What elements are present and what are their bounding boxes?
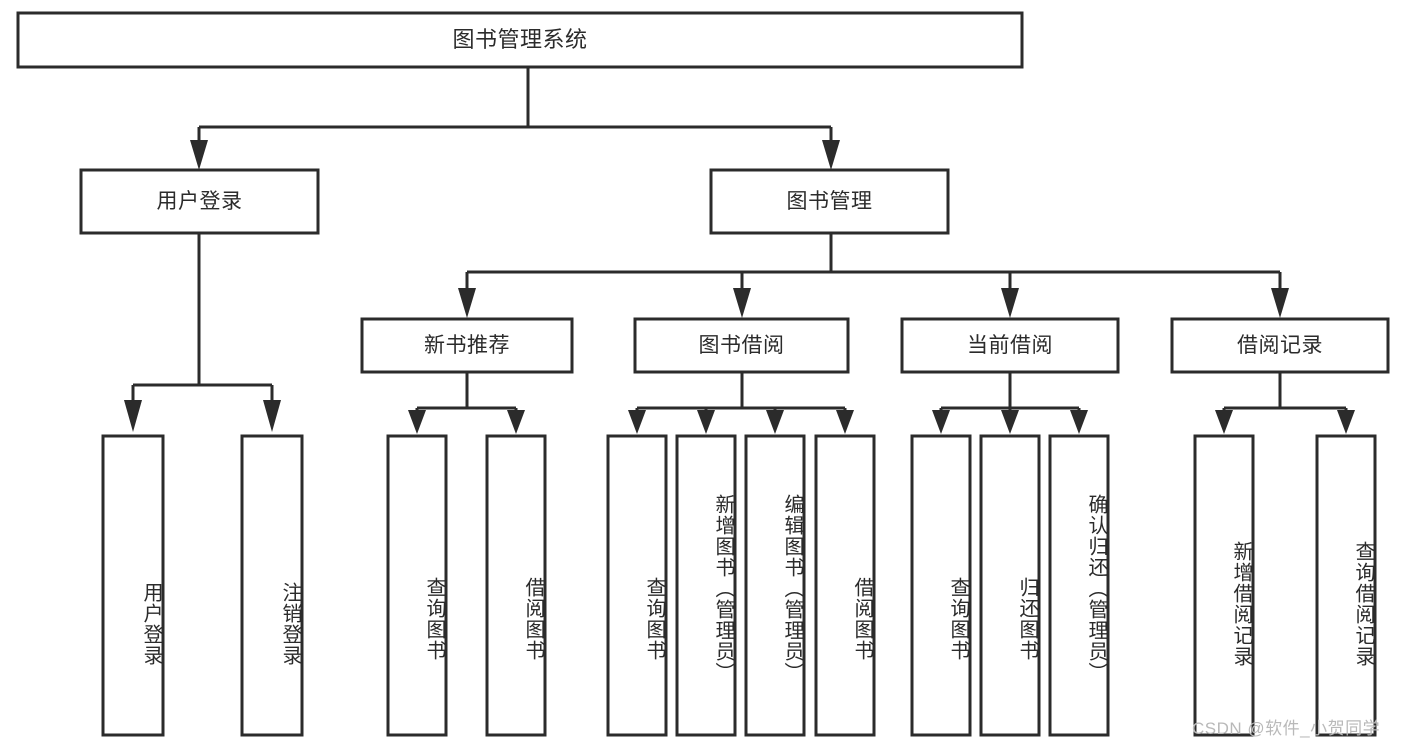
node-box-leaf-user-login[interactable] — [101, 434, 165, 737]
arrow-head-br-leaf-2 — [1337, 410, 1355, 434]
node-box-borrow-record[interactable] — [1170, 317, 1390, 374]
node-box-current-borrow[interactable] — [900, 317, 1120, 374]
node-box-bb-leaf-3[interactable] — [744, 434, 806, 737]
arrow-head-cb-leaf-1 — [932, 410, 950, 434]
node-box-br-leaf-2[interactable] — [1315, 434, 1377, 737]
arrow-head-bb-leaf-3 — [766, 410, 784, 434]
arrow-head-leaf-user-login — [124, 400, 142, 432]
arrow-head-bb-leaf-1 — [628, 410, 646, 434]
arrow-head-borrow-record — [1271, 288, 1289, 318]
arrow-head-cb-leaf-3 — [1070, 410, 1088, 434]
arrow-head-book-manage — [822, 140, 840, 170]
node-box-bb-leaf-1[interactable] — [606, 434, 668, 737]
arrow-head-bb-leaf-4 — [836, 410, 854, 434]
watermark-csdn: CSDN @软件_小贺同学 — [1192, 719, 1381, 738]
node-box-cb-leaf-3[interactable] — [1048, 434, 1110, 737]
node-box-leaf-logout[interactable] — [240, 434, 304, 737]
arrow-head-br-leaf-1 — [1215, 410, 1233, 434]
node-box-root[interactable] — [16, 11, 1024, 69]
node-box-cb-leaf-2[interactable] — [979, 434, 1041, 737]
arrow-head-nb-leaf-2 — [507, 410, 525, 434]
arrow-head-bb-leaf-2 — [697, 410, 715, 434]
arrow-head-cb-leaf-2 — [1001, 410, 1019, 434]
arrow-head-user-login — [190, 140, 208, 170]
arrow-head-leaf-logout — [263, 400, 281, 432]
arrow-head-current-borrow — [1001, 288, 1019, 318]
arrow-head-new-book-recommend — [458, 288, 476, 318]
node-box-nb-leaf-1[interactable] — [386, 434, 448, 737]
arrow-head-book-borrow — [733, 288, 751, 318]
node-box-br-leaf-1[interactable] — [1193, 434, 1255, 737]
node-box-bb-leaf-4[interactable] — [814, 434, 876, 737]
node-box-new-book-recommend[interactable] — [360, 317, 574, 374]
node-box-book-borrow[interactable] — [633, 317, 850, 374]
node-box-cb-leaf-1[interactable] — [910, 434, 972, 737]
node-box-user-login[interactable] — [79, 168, 320, 235]
node-box-nb-leaf-2[interactable] — [485, 434, 547, 737]
arrow-head-nb-leaf-1 — [408, 410, 426, 434]
node-box-book-manage[interactable] — [709, 168, 950, 235]
node-box-bb-leaf-2[interactable] — [675, 434, 737, 737]
